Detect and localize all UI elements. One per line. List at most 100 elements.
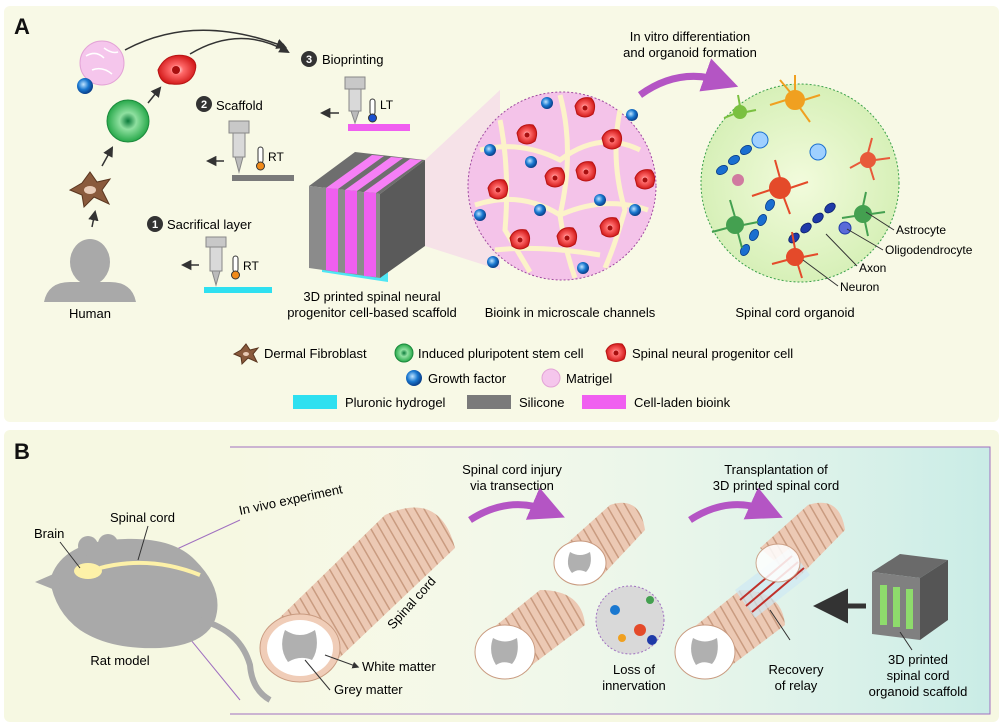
thermometer-lt-icon — [368, 98, 377, 123]
step1-label: Sacrifical layer — [167, 217, 252, 232]
organoid-caption: Spinal cord organoid — [735, 305, 854, 320]
spinal-leader — [137, 525, 149, 561]
transected-cord-lower — [474, 590, 585, 680]
spinal-cord-main — [259, 507, 455, 683]
transplant-label-line1: Transplantation of — [724, 462, 828, 477]
arrow-to-bioprinting-2 — [189, 37, 290, 55]
white-matter-label: White matter — [362, 659, 436, 674]
thermometer-rt-2-icon — [256, 146, 265, 171]
injury-label-line2: via transection — [470, 478, 554, 493]
injury-label-line1: Spinal cord injury — [462, 462, 562, 477]
bioink-spnp-cells — [487, 97, 656, 250]
astrocyte-leader — [865, 211, 895, 231]
recovery-leader — [769, 609, 791, 641]
step3-temp: LT — [380, 98, 394, 112]
neuron-leader — [802, 259, 839, 287]
scaffold-caption-line1: 3D printed spinal neural — [303, 289, 440, 304]
transplant-arrow — [688, 487, 783, 523]
bioink-growth-factors — [474, 97, 641, 274]
step1-temp: RT — [243, 259, 259, 273]
ipsc-cell — [106, 99, 150, 143]
step1-number: 1 — [152, 219, 158, 231]
legend-ipsc: Induced pluripotent stem cell — [418, 346, 584, 361]
spnp-cell-top — [157, 54, 197, 85]
sacrificial-nozzle-rt — [204, 236, 272, 293]
rat-label: Rat model — [90, 653, 149, 668]
scaffold-label-line1: 3D printed — [888, 652, 948, 667]
panel-b-letter: B — [14, 439, 30, 464]
organoid-magnified-circle — [700, 75, 900, 283]
axon-label: Axon — [859, 261, 886, 275]
panel-a-letter: A — [14, 14, 30, 39]
thermometer-rt-1-icon — [231, 255, 240, 280]
transplant-label-line2: 3D printed spinal cord — [713, 478, 839, 493]
panel-a-legend: Dermal Fibroblast Induced pluripotent st… — [233, 343, 793, 410]
legend-silicone: Silicone — [519, 395, 565, 410]
legend-ipsc-icon — [394, 343, 414, 363]
oligodendrocyte-label: Oligodendrocyte — [885, 243, 973, 257]
axon-leader — [825, 233, 858, 267]
human-label: Human — [69, 306, 111, 321]
legend-silicone-swatch — [467, 395, 511, 409]
legend-matrigel: Matrigel — [566, 371, 612, 386]
matrigel-cluster — [79, 40, 125, 86]
grey-matter-leader — [304, 659, 331, 691]
growth-factor-top — [77, 78, 93, 94]
scaffold-label-line3: organoid scaffold — [869, 684, 968, 699]
oligodendrocyte-leader — [846, 228, 884, 251]
legend-fibroblast: Dermal Fibroblast — [264, 346, 367, 361]
step3-number: 3 — [306, 54, 312, 66]
transplanted-cord — [674, 502, 845, 680]
brain-leader — [59, 541, 81, 569]
step2-temp: RT — [268, 150, 284, 164]
innervation-loss-circle — [595, 585, 665, 655]
organoid-cell-labels: Astrocyte Oligodendrocyte Axon Neuron — [802, 211, 973, 294]
differentiation-arrow — [637, 58, 739, 98]
step2-label: Scaffold — [216, 98, 263, 113]
loss-label-line1: Loss of — [613, 662, 655, 677]
spinal-label: Spinal cord — [110, 510, 175, 525]
differentiation-label-line2: and organoid formation — [623, 45, 757, 60]
neuron-label: Neuron — [840, 280, 879, 294]
scaffold-caption-line2: progenitor cell-based scaffold — [287, 305, 457, 320]
fibroblast-cell — [68, 171, 112, 209]
arrow-ipsc-to-spnp — [147, 86, 162, 104]
astrocyte-label: Astrocyte — [896, 223, 946, 237]
bioprinter-nozzle-lt — [344, 76, 410, 131]
legend-pluronic-swatch — [293, 395, 337, 409]
transected-cord-upper — [553, 502, 645, 586]
loss-label-line2: innervation — [602, 678, 666, 693]
organoid-scaffold-block — [872, 554, 948, 640]
scaffold-nozzle-rt — [228, 120, 294, 181]
step3-label: Bioprinting — [322, 52, 383, 67]
step1-badge — [147, 216, 163, 232]
legend-matrigel-icon — [541, 368, 561, 388]
arrow-fibroblast-to-ipsc — [101, 146, 114, 167]
step2-badge — [196, 96, 212, 112]
step2-number: 2 — [201, 99, 207, 111]
legend-spnp-icon — [605, 343, 627, 362]
legend-spnp: Spinal neural progenitor cell — [632, 346, 793, 361]
recovery-label-line1: Recovery — [769, 662, 824, 677]
human-silhouette — [44, 239, 136, 302]
legend-bioink-swatch — [582, 395, 626, 409]
scaffold-leader — [899, 631, 913, 651]
injury-arrow — [468, 487, 565, 523]
rat-silhouette — [35, 534, 272, 703]
grey-matter-label: Grey matter — [334, 682, 403, 697]
white-matter-leader — [324, 654, 360, 669]
arrow-human-to-fibroblast — [88, 209, 99, 228]
printed-scaffold-block — [309, 152, 425, 282]
recovery-label-line2: of relay — [775, 678, 818, 693]
step3-badge — [301, 51, 317, 67]
arrow-to-bioprinting-1 — [124, 29, 287, 51]
legend-growth-factor: Growth factor — [428, 371, 507, 386]
differentiation-label-line1: In vitro differentiation — [630, 29, 750, 44]
legend-growth-factor-icon — [406, 370, 422, 386]
brain-label: Brain — [34, 526, 64, 541]
legend-pluronic: Pluronic hydrogel — [345, 395, 446, 410]
legend-bioink: Cell-laden bioink — [634, 395, 731, 410]
zoom-frame — [230, 446, 991, 715]
scaffold-label-line2: spinal cord — [887, 668, 950, 683]
